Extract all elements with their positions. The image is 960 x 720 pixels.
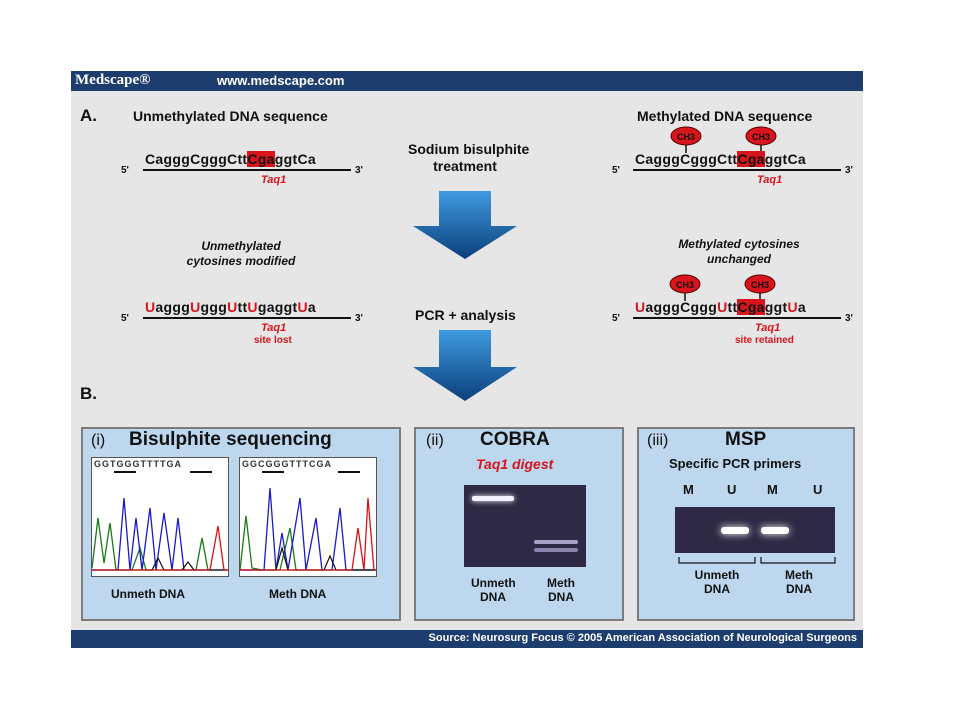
trace-lines	[92, 471, 228, 571]
meth-label-2: DNA	[548, 590, 574, 604]
section-a-label: A.	[80, 106, 97, 125]
unmeth-label-1: Unmeth	[471, 576, 516, 590]
lane-label: M	[683, 482, 694, 497]
treatment-label-2: treatment	[433, 158, 497, 174]
five-prime-label: 5'	[121, 165, 129, 176]
chromatogram-meth: GGCGGGTTTCGA	[239, 457, 377, 577]
down-arrow-2	[413, 330, 517, 401]
footer-bar: Source: Neurosurg Focus © 2005 American …	[71, 630, 863, 648]
five-prime-label: 5'	[121, 313, 129, 324]
arrows-layer: CH3 CH3 CH3 CH3	[143, 126, 841, 401]
down-arrow-1	[413, 191, 517, 259]
taq-label: Taq1	[261, 322, 287, 334]
panel-title: COBRA	[480, 429, 550, 450]
taq-label: Taq1	[261, 174, 287, 186]
base-calls: GGTGGGTTTTGA	[94, 459, 182, 469]
five-prime-label: 5'	[612, 313, 620, 324]
methyl-group-4: CH3	[744, 274, 776, 301]
panel-cobra: (ii) COBRA Taq1 digest Unmeth DNA Meth D…	[414, 427, 624, 621]
source-citation: Source: Neurosurg Focus © 2005 American …	[428, 632, 857, 644]
taq-site-highlight: Cga	[247, 151, 275, 167]
panel-msp: (iii) MSP Specific PCR primers M U M U U…	[637, 427, 855, 621]
meth-label-2: DNA	[786, 582, 812, 596]
base-calls: GGCGGGTTTCGA	[242, 459, 332, 469]
meth-title: Methylated DNA sequence	[637, 108, 813, 124]
taq-label: Taq1	[755, 322, 781, 334]
svg-text:CH3: CH3	[752, 132, 770, 142]
treatment-label-1: Sodium bisulphite	[408, 141, 530, 157]
lane-brackets	[678, 557, 836, 564]
meth-label-1: Meth	[785, 568, 813, 582]
header-bar: Medscape® www.medscape.com	[71, 71, 863, 91]
chromatogram-unmeth: GGTGGGTTTTGA	[91, 457, 229, 577]
svg-text:CH3: CH3	[676, 280, 694, 290]
gel-band	[534, 548, 578, 552]
unmeth-title: Unmethylated DNA sequence	[133, 108, 328, 124]
lane-label: U	[727, 482, 737, 497]
methyl-group-2: CH3	[745, 126, 777, 153]
unmeth-label-1: Unmeth	[694, 568, 740, 582]
panel-title: MSP	[725, 429, 767, 450]
methyl-group-3: CH3	[669, 274, 701, 301]
three-prime-label: 3'	[355, 165, 363, 176]
gel-image	[464, 485, 586, 567]
svg-text:CH3: CH3	[751, 280, 769, 290]
figure-frame: Medscape® www.medscape.com CH3 CH3	[71, 71, 863, 648]
three-prime-label: 3'	[845, 313, 853, 324]
pcr-analysis-label: PCR + analysis	[415, 307, 516, 323]
section-b-label: B.	[80, 384, 97, 403]
lane-label: U	[813, 482, 823, 497]
unmeth-dna-label: Unmeth DNA	[111, 587, 185, 601]
lane-label: M	[767, 482, 778, 497]
taq-digest-label: Taq1 digest	[476, 456, 554, 472]
trace-lines	[240, 471, 376, 571]
primers-label: Specific PCR primers	[669, 456, 802, 471]
site-lost-label: site lost	[254, 335, 292, 346]
unmeth-converted-sequence: UagggUgggUttUgaggtUa	[145, 299, 316, 315]
gel-image	[675, 507, 835, 553]
taq-site-highlight: Cga	[737, 299, 765, 315]
panel-number: (ii)	[426, 432, 444, 449]
taq-site-highlight: Cga	[737, 151, 765, 167]
three-prime-label: 3'	[355, 313, 363, 324]
site-retained-label: site retained	[735, 335, 794, 346]
gel-band	[534, 540, 578, 544]
unmeth-label-2: DNA	[480, 590, 506, 604]
gel-band	[721, 527, 749, 534]
svg-text:CH3: CH3	[677, 132, 695, 142]
five-prime-label: 5'	[612, 165, 620, 176]
meth-converted-sequence: UagggCgggUttCgaggtUa	[635, 299, 806, 315]
unmeth-sequence: CagggCgggCttCgaggtCa	[145, 151, 316, 167]
panel-number: (iii)	[647, 432, 669, 449]
header-url[interactable]: www.medscape.com	[217, 73, 345, 88]
gel-band	[472, 496, 514, 501]
panel-bisulphite-sequencing: (i) Bisulphite sequencing GGTGGGTTTTGA G…	[81, 427, 401, 621]
unmeth-label-2: DNA	[704, 582, 730, 596]
gel-band	[761, 527, 789, 534]
meth-unchanged-note-2: unchanged	[706, 252, 771, 266]
panel-title: Bisulphite sequencing	[129, 429, 332, 450]
unmeth-modified-note-2: cytosines modified	[186, 254, 296, 268]
meth-unchanged-note-1: Methylated cytosines	[678, 237, 800, 251]
three-prime-label: 3'	[845, 165, 853, 176]
panel-number: (i)	[91, 432, 106, 449]
meth-dna-label: Meth DNA	[269, 587, 327, 601]
medscape-logo[interactable]: Medscape®	[75, 72, 151, 88]
meth-sequence: CagggCgggCttCgaggtCa	[635, 151, 806, 167]
meth-label-1: Meth	[547, 576, 575, 590]
methyl-group-1: CH3	[670, 126, 702, 153]
unmeth-modified-note-1: Unmethylated	[201, 239, 281, 253]
taq-label: Taq1	[757, 174, 783, 186]
